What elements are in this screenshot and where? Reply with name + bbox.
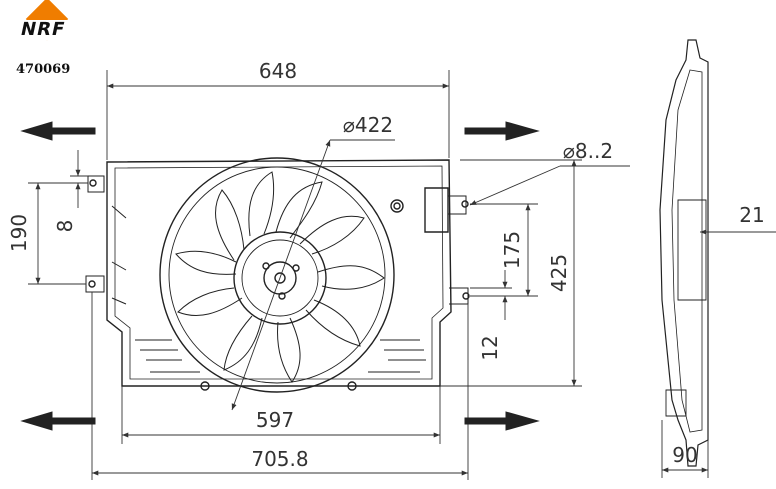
dim-hole-diameter: ⌀8..2 bbox=[563, 139, 613, 163]
part-number: 470069 bbox=[16, 62, 71, 77]
dim-175: 175 bbox=[500, 231, 524, 269]
arrow-right-icon bbox=[464, 121, 540, 141]
side-view bbox=[659, 39, 709, 467]
dim-190: 190 bbox=[7, 214, 31, 252]
dim-21: 21 bbox=[739, 203, 764, 227]
dim-8: 8 bbox=[53, 220, 77, 233]
left-hole-bottom bbox=[88, 280, 96, 288]
dimension-lines bbox=[28, 70, 776, 480]
dim-12: 12 bbox=[478, 335, 502, 360]
arrow-left-icon bbox=[20, 411, 96, 431]
bottom-clip bbox=[200, 381, 210, 391]
dim-425: 425 bbox=[547, 254, 571, 292]
bracket-hole bbox=[461, 200, 469, 208]
side-profile-inner bbox=[671, 69, 703, 433]
arrow-right-icon bbox=[464, 411, 540, 431]
left-tab-bottom bbox=[85, 275, 105, 293]
motor-screw bbox=[262, 262, 270, 270]
dim-648: 648 bbox=[259, 59, 297, 83]
side-hub bbox=[677, 199, 707, 301]
dim-597: 597 bbox=[256, 408, 294, 432]
bracket-tab bbox=[448, 195, 467, 215]
dim-fan-diameter: ⌀422 bbox=[343, 113, 393, 137]
left-rib bbox=[111, 205, 127, 305]
arrow-left-icon bbox=[20, 121, 96, 141]
side-connector bbox=[665, 389, 687, 417]
side-profile-outer bbox=[659, 39, 709, 467]
dim-705-8: 705.8 bbox=[251, 447, 308, 471]
lower-right-hole bbox=[462, 292, 470, 300]
fan-ring-outer bbox=[159, 157, 395, 393]
left-hole-top bbox=[89, 179, 97, 187]
airflow-arrows bbox=[20, 121, 540, 431]
motor-screw bbox=[292, 264, 300, 272]
left-tab-top bbox=[87, 175, 105, 193]
mount-hole-inner bbox=[393, 202, 401, 210]
shroud-inner-outline bbox=[114, 165, 444, 380]
dim-90: 90 bbox=[672, 443, 697, 467]
fan-ring-inner bbox=[168, 166, 386, 384]
right-bracket bbox=[424, 187, 449, 233]
bottom-clip bbox=[347, 381, 357, 391]
mount-hole bbox=[390, 199, 404, 213]
front-view bbox=[85, 157, 470, 393]
shroud-vents bbox=[135, 339, 426, 373]
lower-right-tab bbox=[449, 287, 469, 305]
